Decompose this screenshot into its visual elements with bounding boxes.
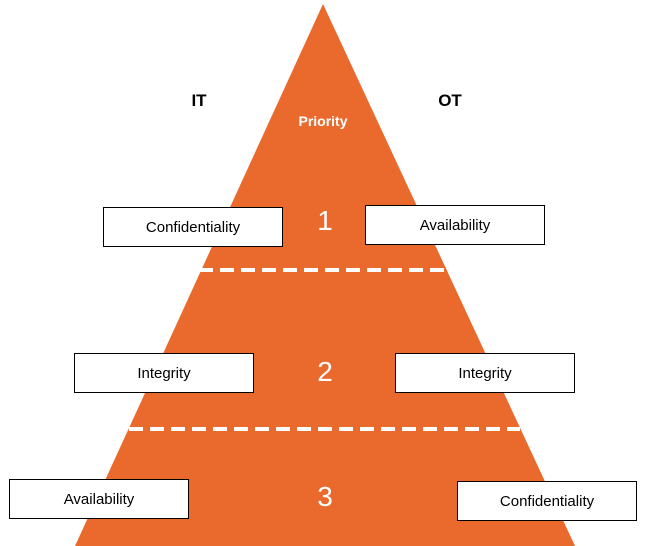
ot-level-3-label: Confidentiality — [499, 492, 595, 510]
it-level-2-box: Integrity — [74, 353, 254, 393]
ot-column-heading: OT — [438, 91, 462, 110]
ot-level-3-box: Confidentiality — [457, 481, 637, 521]
it-level-3-label: Availability — [63, 490, 135, 508]
ot-level-2-box: Integrity — [395, 353, 575, 393]
priority-label: Priority — [298, 113, 348, 129]
ot-level-2-label: Integrity — [458, 364, 512, 382]
it-column-heading: IT — [191, 91, 207, 110]
it-level-2-label: Integrity — [137, 364, 191, 382]
priority-pyramid — [75, 4, 575, 546]
level-1-number: 1 — [317, 205, 333, 236]
level-2-number: 2 — [317, 356, 333, 387]
level-3-number: 3 — [317, 481, 333, 512]
it-level-3-box: Availability — [9, 479, 189, 519]
it-level-1-box: Confidentiality — [103, 207, 283, 247]
ot-level-1-label: Availability — [419, 216, 491, 234]
it-level-1-label: Confidentiality — [145, 218, 241, 236]
ot-level-1-box: Availability — [365, 205, 545, 245]
